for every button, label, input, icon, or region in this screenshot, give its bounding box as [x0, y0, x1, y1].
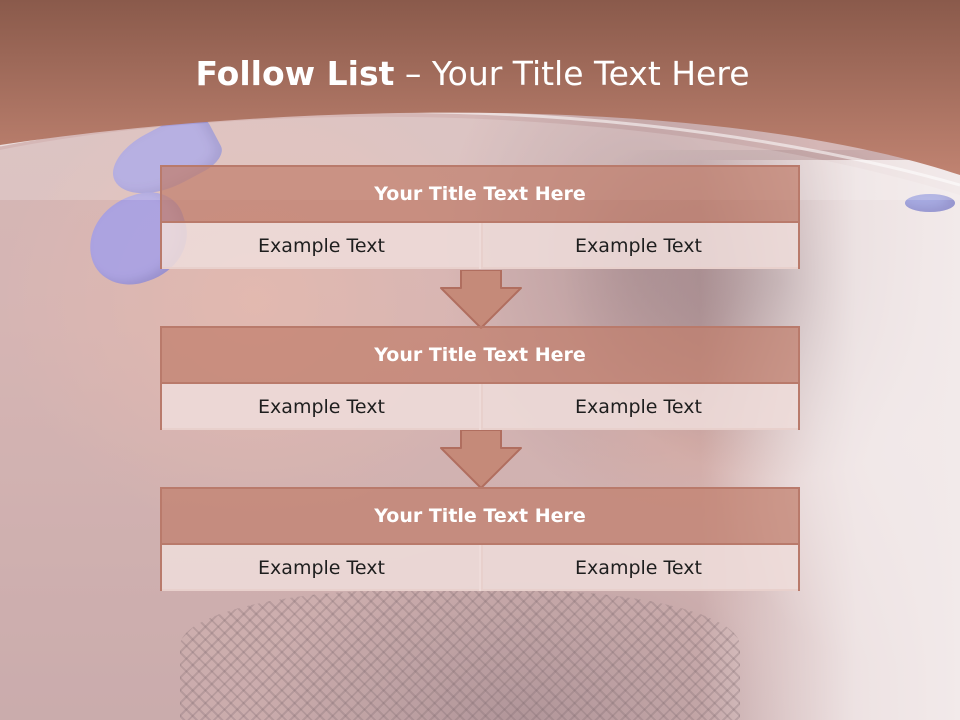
step-2-right-text: Example Text	[479, 384, 798, 430]
step-box-3: Your Title Text Here Example Text Exampl…	[160, 487, 800, 591]
down-arrow-icon	[440, 270, 522, 329]
step-1-left-text: Example Text	[162, 223, 483, 269]
step-box-2: Your Title Text Here Example Text Exampl…	[160, 326, 800, 430]
step-2-left-text: Example Text	[162, 384, 483, 430]
background-lip-accent	[905, 194, 955, 212]
down-arrow-icon	[440, 430, 522, 489]
step-3-left-text: Example Text	[162, 545, 483, 591]
step-1-right-text: Example Text	[479, 223, 798, 269]
slide-title-rest: – Your Title Text Here	[404, 54, 750, 93]
background-lace	[180, 590, 740, 720]
step-title-2: Your Title Text Here	[162, 328, 798, 384]
slide-title: Follow List – Your Title Text Here	[0, 54, 945, 93]
step-box-1: Your Title Text Here Example Text Exampl…	[160, 165, 800, 269]
step-title-3: Your Title Text Here	[162, 489, 798, 545]
step-3-right-text: Example Text	[479, 545, 798, 591]
step-title-1: Your Title Text Here	[162, 167, 798, 223]
slide-title-bold: Follow List	[195, 54, 395, 93]
